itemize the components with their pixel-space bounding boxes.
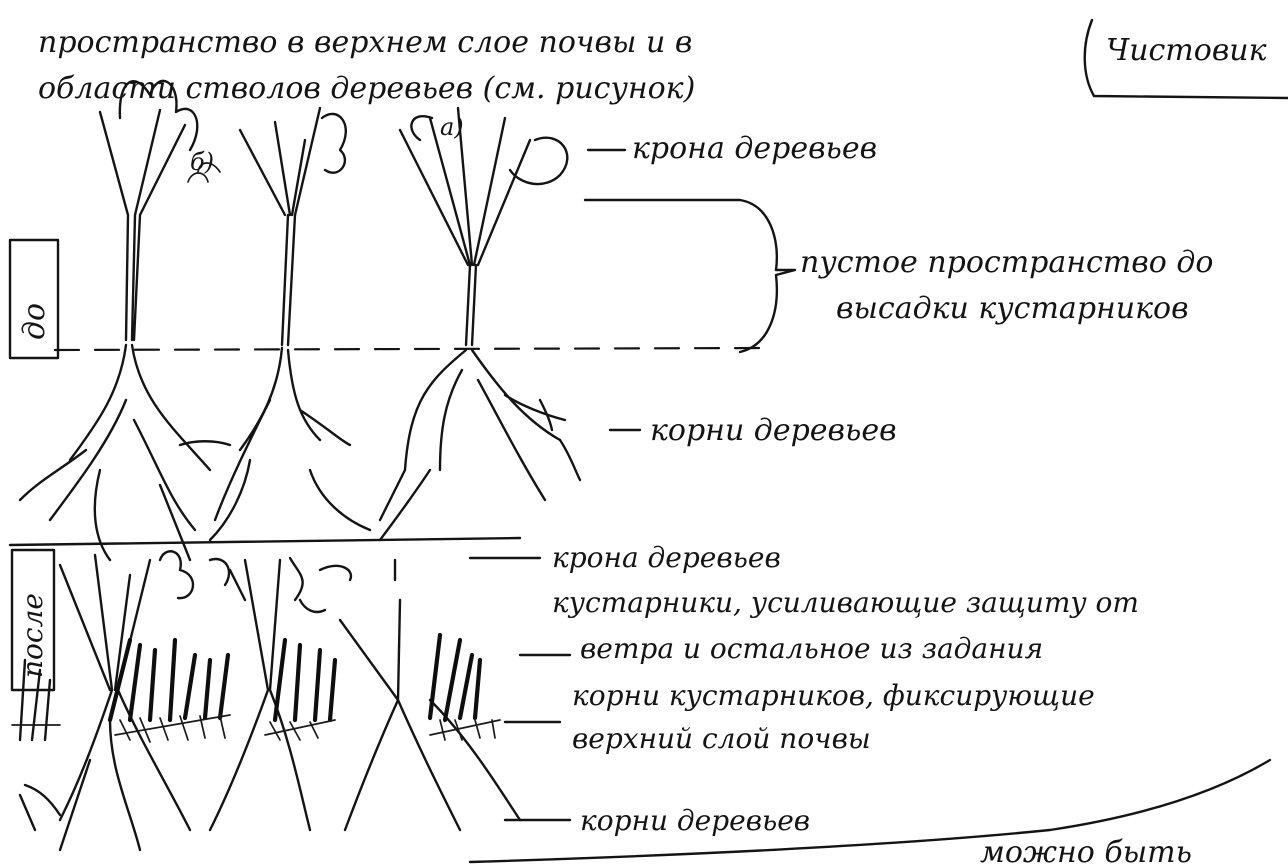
footer-fragment: можно быть xyxy=(980,835,1192,865)
after-shrubs-label-2: ветра и остальное из задания xyxy=(580,632,1043,665)
after-tree-roots-label: корни деревьев xyxy=(580,804,810,837)
shrubs xyxy=(20,635,480,740)
tree-3 xyxy=(380,108,580,540)
after-trees xyxy=(20,551,520,850)
after-shrubs-label-1: кустарники, усиливающие защиту от xyxy=(552,586,1139,619)
draft-label: Чистовик xyxy=(1106,33,1267,68)
panel-after: после xyxy=(12,541,1139,850)
before-crown-label: крона деревьев xyxy=(632,131,877,166)
before-gap-label-2: высадки кустарников xyxy=(836,291,1189,326)
before-ground-line xyxy=(55,348,770,350)
panel-divider xyxy=(10,538,520,545)
after-shrub-roots-label-2: верхний слой почвы xyxy=(572,722,871,755)
before-side-label: до xyxy=(17,303,52,340)
before-gap-label-1: пустое пространство до xyxy=(800,245,1213,280)
after-shrub-roots-label-1: корни кустарников, фиксирующие xyxy=(572,679,1095,712)
gap-bracket xyxy=(585,200,795,352)
after-crown-label: крона деревьев xyxy=(552,541,781,574)
tree-2 xyxy=(210,108,370,540)
panel-before: до xyxy=(10,81,1213,560)
header-line-2: области стволов деревьев (см. рисунок) xyxy=(38,71,695,106)
before-roots-label: корни деревьев xyxy=(650,413,897,448)
header-line-1: пространство в верхнем слое почвы и в xyxy=(38,25,692,60)
before-sub-label-a: а) xyxy=(440,113,464,141)
after-side-label: после xyxy=(16,593,49,678)
before-sub-label-b: б) xyxy=(190,148,214,176)
shrub-roots xyxy=(12,715,500,742)
